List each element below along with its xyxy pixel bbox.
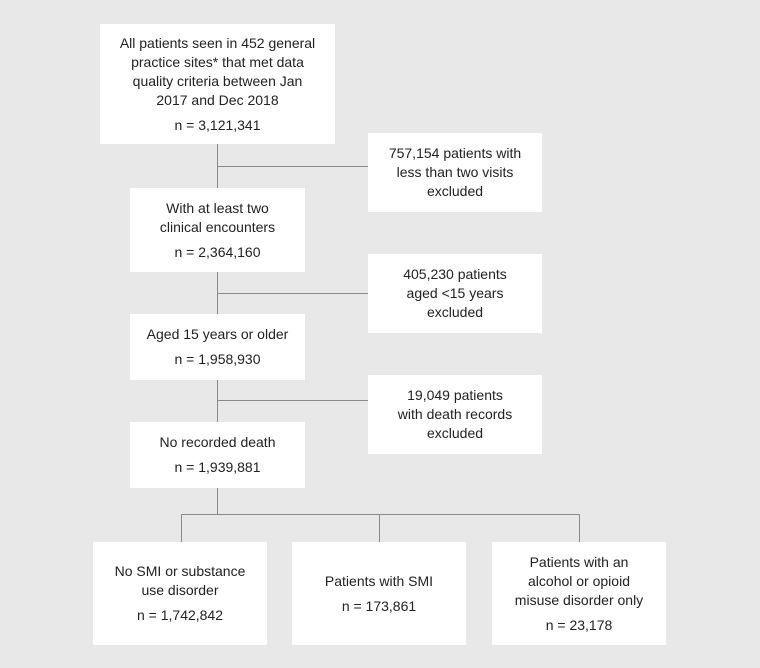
box-no-death: No recorded death n = 1,939,881 bbox=[130, 422, 305, 488]
box-text: 757,154 patients with bbox=[388, 145, 522, 161]
box-text: 2017 and Dec 2018 bbox=[156, 91, 279, 108]
connector-exclusion-1 bbox=[217, 166, 368, 167]
connector-branch-left bbox=[181, 514, 182, 542]
box-text: clinical encounters bbox=[159, 218, 276, 235]
box-two-encounters: With at least two clinical encounters n … bbox=[130, 188, 305, 272]
box-text: alcohol or opioid bbox=[528, 572, 630, 589]
box-count: n = 1,958,930 bbox=[174, 351, 261, 367]
connector-exclusion-2 bbox=[217, 293, 368, 294]
box-count: n = 1,939,881 bbox=[174, 459, 261, 475]
box-excluded-death: 19,049 patients with death records exclu… bbox=[368, 375, 542, 454]
connector-split bbox=[181, 514, 580, 515]
connector-exclusion-3 bbox=[217, 400, 368, 401]
box-text: No recorded death bbox=[159, 434, 276, 450]
box-text: excluded bbox=[426, 425, 484, 441]
box-excluded-age: 405,230 patients aged <15 years excluded bbox=[368, 254, 542, 333]
box-text: Patients with an bbox=[529, 553, 629, 570]
box-excluded-visits: 757,154 patients with less than two visi… bbox=[368, 133, 542, 212]
box-no-smi: No SMI or substance use disorder n = 1,7… bbox=[93, 542, 267, 645]
box-count: n = 23,178 bbox=[545, 616, 613, 633]
box-text: misuse disorder only bbox=[514, 591, 644, 608]
connector-main-4 bbox=[217, 488, 218, 514]
box-count: n = 2,364,160 bbox=[174, 243, 261, 260]
box-text: less than two visits bbox=[396, 164, 514, 180]
box-text: All patients seen in 452 general bbox=[119, 34, 316, 51]
box-text: No SMI or substance bbox=[114, 563, 246, 579]
box-alcohol-opioid: Patients with an alcohol or opioid misus… bbox=[492, 542, 666, 645]
box-text: practice sites* that met data bbox=[131, 53, 304, 70]
box-count: n = 1,742,842 bbox=[136, 607, 224, 623]
box-text: excluded bbox=[426, 183, 484, 199]
box-aged-15: Aged 15 years or older n = 1,958,930 bbox=[130, 314, 305, 380]
box-text: Patients with SMI bbox=[324, 572, 434, 589]
box-text: 405,230 patients bbox=[403, 266, 507, 282]
box-text: use disorder bbox=[141, 582, 219, 598]
box-count: n = 3,121,341 bbox=[174, 116, 261, 133]
box-text: aged <15 years bbox=[406, 285, 504, 301]
box-text: Aged 15 years or older bbox=[146, 326, 289, 342]
connector-branch-middle bbox=[379, 514, 380, 542]
box-count: n = 173,861 bbox=[341, 597, 417, 614]
connector-branch-right bbox=[579, 514, 580, 542]
connector-main-3 bbox=[217, 380, 218, 422]
box-all-patients: All patients seen in 452 general practic… bbox=[100, 24, 335, 144]
box-text: With at least two bbox=[166, 199, 269, 216]
box-text: excluded bbox=[426, 304, 484, 320]
box-text: 19,049 patients bbox=[407, 387, 503, 403]
box-text: quality criteria between Jan bbox=[132, 72, 303, 89]
box-smi: Patients with SMI n = 173,861 bbox=[292, 542, 466, 645]
box-text: with death records bbox=[397, 406, 513, 422]
